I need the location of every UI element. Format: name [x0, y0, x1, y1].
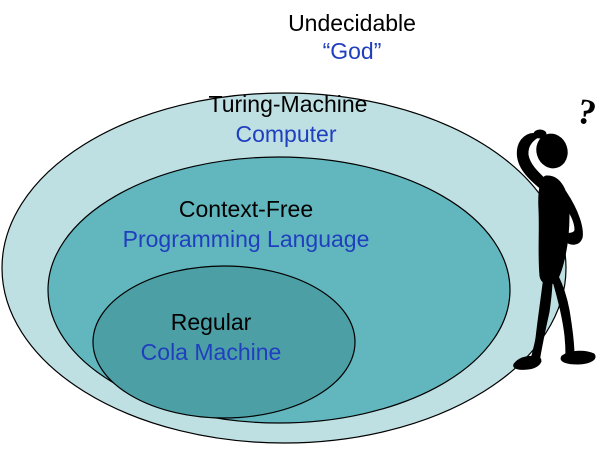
turing-machine-example-label: Computer: [236, 121, 337, 147]
context-free-name-label: Context-Free: [179, 196, 313, 222]
stick-figure-body: [513, 129, 596, 370]
undecidable-name-label: Undecidable: [288, 10, 416, 36]
turing-machine-name-label: Turing-Machine: [209, 91, 368, 117]
regular-name-label: Regular: [171, 309, 252, 335]
question-mark-icon: ?: [574, 90, 600, 133]
regular-example-label: Cola Machine: [141, 339, 282, 365]
undecidable-example-label: “God”: [323, 38, 382, 64]
regular-label-group: Regular Cola Machine: [141, 309, 282, 365]
context-free-label-group: Context-Free Programming Language: [123, 196, 370, 252]
confused-stick-figure-icon: ?: [513, 90, 600, 370]
undecidable-label-group: Undecidable “God”: [288, 10, 416, 64]
turing-machine-label-group: Turing-Machine Computer: [209, 91, 368, 147]
context-free-example-label: Programming Language: [123, 226, 370, 252]
regular-region: [92, 265, 356, 419]
